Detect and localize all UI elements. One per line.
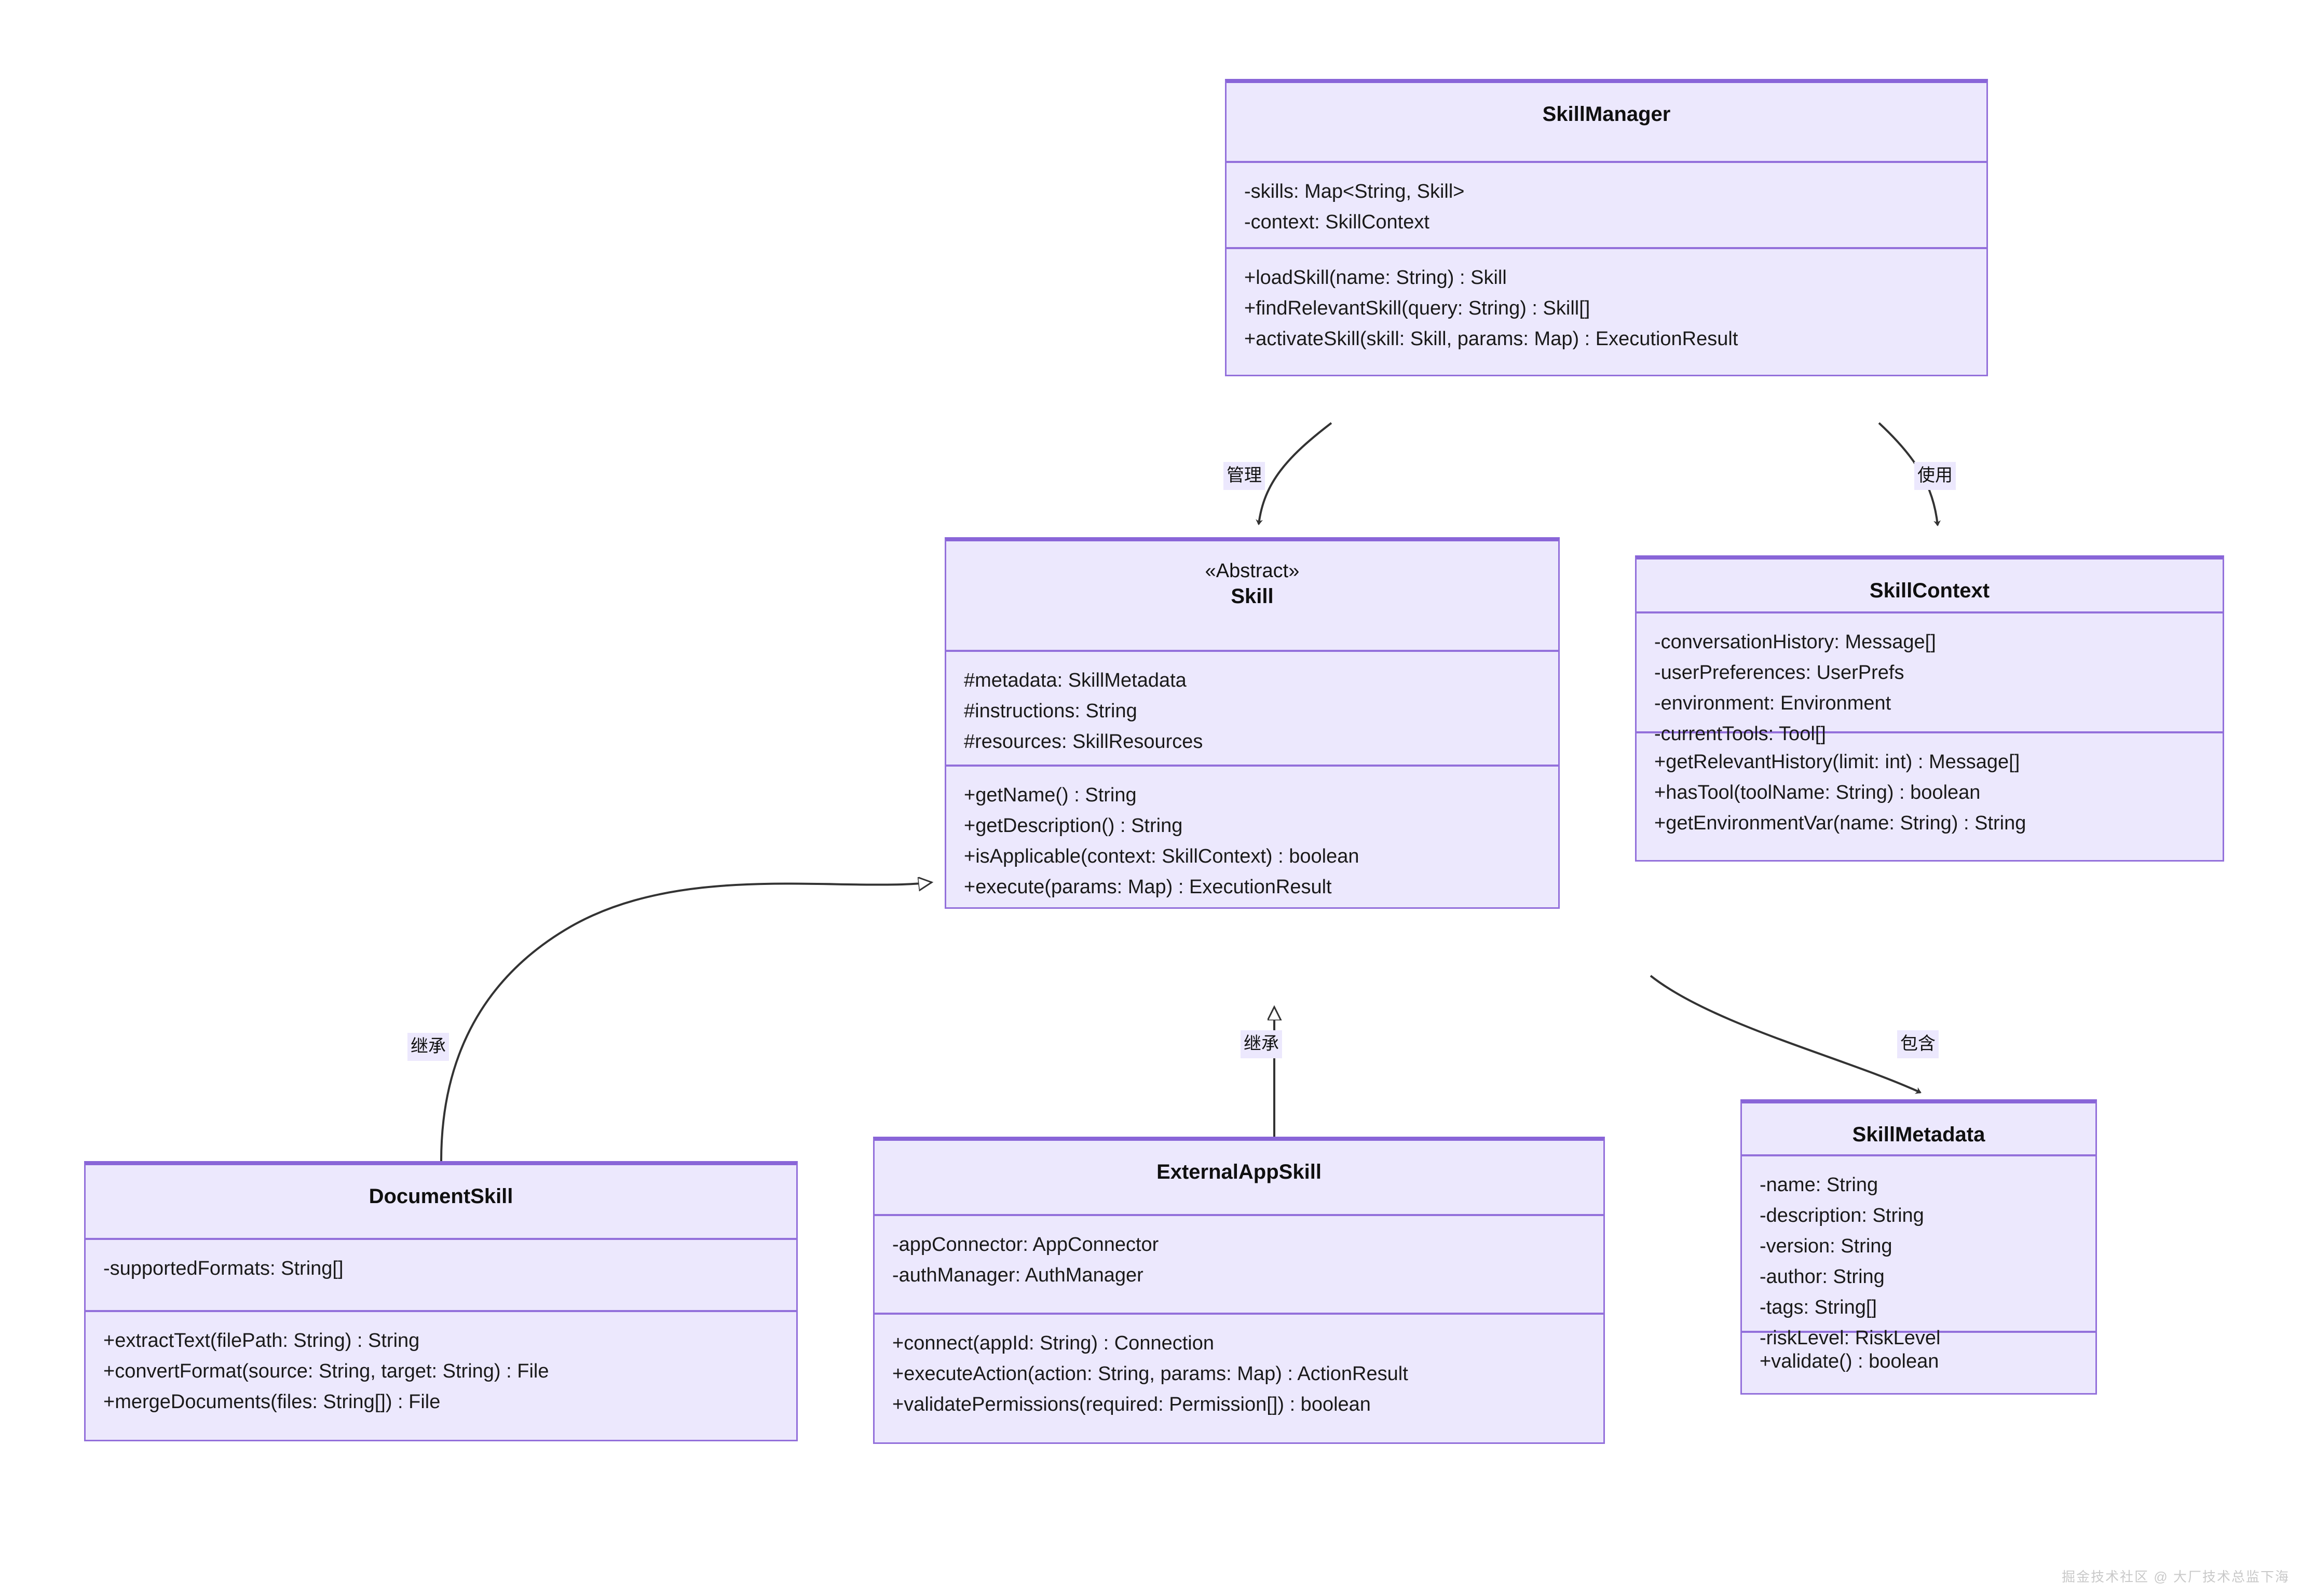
attribute-row: #resources: SkillResources	[964, 731, 1203, 753]
method-row: +hasTool(toolName: String) : boolean	[1654, 782, 1981, 803]
class-header-document-skill: DocumentSkill	[86, 1165, 796, 1238]
attribute-row: #metadata: SkillMetadata	[964, 670, 1187, 691]
method-row: +findRelevantSkill(query: String) : Skil…	[1244, 297, 1590, 319]
attribute-row: -tags: String[]	[1760, 1297, 1877, 1318]
class-attributes-skill-manager: -skills: Map<String, Skill> -context: Sk…	[1227, 161, 1986, 247]
class-title-skill-context: SkillContext	[1869, 579, 1990, 602]
edge-label-use: 使用	[1914, 462, 1956, 490]
attribute-row: -context: SkillContext	[1244, 211, 1429, 233]
edge-contains	[1650, 975, 1922, 1094]
method-row: +loadSkill(name: String) : Skill	[1244, 267, 1507, 289]
class-attributes-skill: #metadata: SkillMetadata #instructions: …	[946, 650, 1558, 765]
class-stereotype-skill: «Abstract»	[1205, 560, 1300, 582]
method-row: +extractText(filePath: String) : String	[103, 1330, 420, 1352]
class-header-skill: «Abstract» Skill	[946, 541, 1558, 650]
attribute-row: -name: String	[1760, 1174, 1878, 1196]
class-header-skill-metadata: SkillMetadata	[1742, 1103, 2095, 1154]
class-attributes-document-skill: -supportedFormats: String[]	[86, 1238, 796, 1310]
method-row: +mergeDocuments(files: String[]) : File	[103, 1391, 441, 1413]
attribute-row: -version: String	[1760, 1235, 1892, 1257]
class-attributes-skill-metadata: -name: String -description: String -vers…	[1742, 1154, 2095, 1348]
class-box-external-app-skill[interactable]: ExternalAppSkill -appConnector: AppConne…	[873, 1137, 1605, 1444]
class-attributes-external-app-skill: -appConnector: AppConnector -authManager…	[875, 1214, 1603, 1313]
class-box-skill-context[interactable]: SkillContext -conversationHistory: Messa…	[1635, 555, 2224, 862]
edge-label-manage: 管理	[1223, 462, 1265, 490]
class-title-skill: Skill	[1231, 585, 1274, 608]
attribute-row: -currentTools: Tool[]	[1654, 723, 1826, 745]
class-attributes-skill-context: -conversationHistory: Message[] -userPre…	[1637, 611, 2223, 744]
method-row: +connect(appId: String) : Connection	[892, 1332, 1214, 1354]
method-row: +getRelevantHistory(limit: int) : Messag…	[1654, 751, 2020, 773]
class-methods-skill-manager: +loadSkill(name: String) : Skill +findRe…	[1227, 247, 1986, 375]
class-title-external-app-skill: ExternalAppSkill	[1156, 1161, 1322, 1183]
class-methods-skill: +getName() : String +getDescription() : …	[946, 765, 1558, 907]
class-box-document-skill[interactable]: DocumentSkill -supportedFormats: String[…	[84, 1161, 798, 1441]
edge-inherit-document	[440, 882, 932, 1162]
class-header-skill-context: SkillContext	[1637, 560, 2223, 611]
attribute-row: -author: String	[1760, 1266, 1885, 1288]
attribute-row: -skills: Map<String, Skill>	[1244, 181, 1465, 202]
method-row: +validate() : boolean	[1760, 1351, 1939, 1372]
attribute-row: #instructions: String	[964, 700, 1137, 722]
class-title-skill-metadata: SkillMetadata	[1852, 1123, 1985, 1146]
class-header-external-app-skill: ExternalAppSkill	[875, 1141, 1603, 1214]
attribute-row: -authManager: AuthManager	[892, 1264, 1143, 1286]
attribute-row: -supportedFormats: String[]	[103, 1258, 344, 1279]
method-row: +validatePermissions(required: Permissio…	[892, 1394, 1371, 1415]
edge-label-contains: 包含	[1897, 1030, 1939, 1059]
method-row: +executeAction(action: String, params: M…	[892, 1363, 1408, 1385]
edge-manage	[1256, 422, 1332, 525]
method-row: +getEnvironmentVar(name: String) : Strin…	[1654, 812, 2026, 834]
attribute-row: -appConnector: AppConnector	[892, 1234, 1159, 1256]
class-box-skill[interactable]: «Abstract» Skill #metadata: SkillMetadat…	[945, 537, 1560, 909]
edge-label-inherit-externalapp: 继承	[1241, 1030, 1282, 1059]
attribute-row: -environment: Environment	[1654, 692, 1891, 714]
class-methods-external-app-skill: +connect(appId: String) : Connection +ex…	[875, 1313, 1603, 1442]
class-methods-skill-metadata: +validate() : boolean	[1742, 1331, 2095, 1393]
attribute-row: -userPreferences: UserPrefs	[1654, 662, 1904, 684]
method-row: +getName() : String	[964, 784, 1137, 806]
watermark-text: 掘金技术社区 @ 大厂技术总监下海	[2062, 1569, 2290, 1585]
class-methods-document-skill: +extractText(filePath: String) : String …	[86, 1310, 796, 1440]
method-row: +convertFormat(source: String, target: S…	[103, 1360, 549, 1382]
attribute-row: -conversationHistory: Message[]	[1654, 631, 1936, 653]
class-methods-skill-context: +getRelevantHistory(limit: int) : Messag…	[1637, 731, 2223, 860]
method-row: +activateSkill(skill: Skill, params: Map…	[1244, 328, 1738, 350]
method-row: +execute(params: Map) : ExecutionResult	[964, 876, 1332, 898]
class-box-skill-metadata[interactable]: SkillMetadata -name: String -description…	[1740, 1099, 2097, 1395]
method-row: +getDescription() : String	[964, 815, 1183, 837]
class-header-skill-manager: SkillManager	[1227, 83, 1986, 161]
method-row: +isApplicable(context: SkillContext) : b…	[964, 845, 1359, 867]
class-box-skill-manager[interactable]: SkillManager -skills: Map<String, Skill>…	[1225, 79, 1988, 376]
class-title-skill-manager: SkillManager	[1542, 103, 1671, 126]
attribute-row: -description: String	[1760, 1205, 1924, 1226]
class-title-document-skill: DocumentSkill	[369, 1185, 513, 1208]
edge-label-inherit-document: 继承	[407, 1033, 449, 1061]
attribute-row: -riskLevel: RiskLevel	[1760, 1327, 1941, 1349]
